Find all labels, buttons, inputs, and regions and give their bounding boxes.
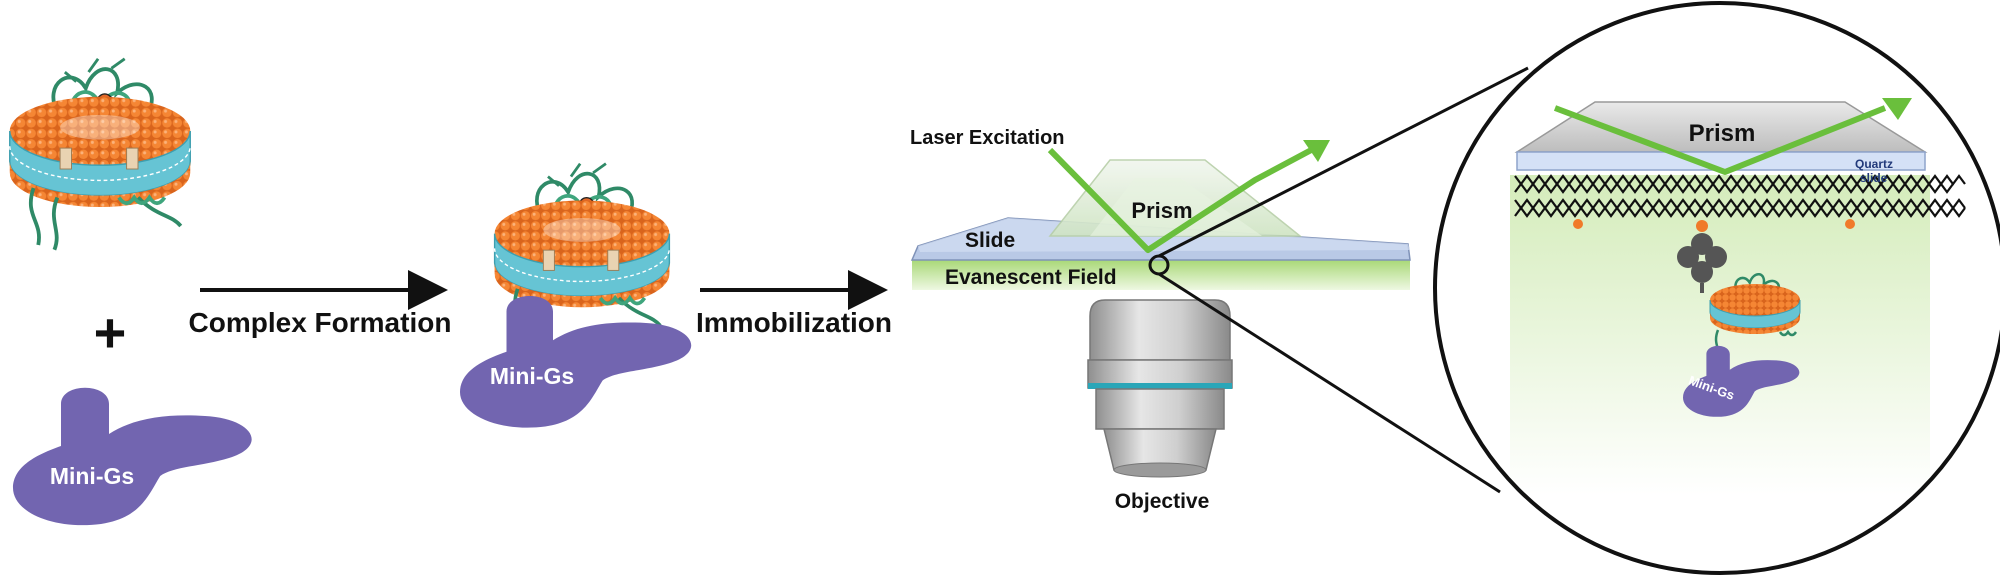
plus-icon: +	[94, 301, 127, 364]
streptavidin-tether	[1677, 220, 1727, 293]
quartz-slide-label: slide	[1860, 171, 1888, 185]
immobilization-label: Immobilization	[696, 307, 892, 338]
laser-excitation-label: Laser Excitation	[910, 127, 1065, 149]
objective-label: Objective	[1115, 490, 1210, 513]
magnifier-line-top	[1158, 66, 1529, 258]
mini-gs-label: Mini-Gs	[50, 463, 134, 489]
nanodisc-mini-gs-complex: Mini-Gs	[1683, 273, 1801, 417]
magnifier-line-bottom	[1158, 272, 1501, 494]
tirf-setup: Laser Excitation Prism Slide Evanescent …	[910, 127, 1411, 513]
nanodisc-receptor-complex	[7, 56, 193, 252]
laser-beam	[1553, 105, 1887, 175]
nanodisc-mini-gs-complex: Mini-Gs	[460, 161, 692, 428]
prism-label: Prism	[1689, 120, 1756, 147]
biotin-dot	[1845, 219, 1855, 229]
objective-lens	[1087, 299, 1233, 478]
slide-label: Slide	[965, 229, 1015, 252]
prism-label: Prism	[1131, 198, 1192, 223]
mini-gs-protein	[13, 387, 252, 526]
complex-formation-label: Complex Formation	[189, 307, 452, 338]
lipid-bilayer	[1514, 174, 1966, 218]
laser-beam	[1047, 145, 1317, 253]
evanescent-field-label: Evanescent Field	[945, 266, 1117, 289]
mini-gs-label: Mini-Gs	[490, 363, 574, 389]
quartz-label: Quartz	[1855, 157, 1893, 171]
magnifier-circle: Mini-Gs Prism Quartz slide	[1433, 1, 2000, 575]
biotin-dot	[1573, 219, 1583, 229]
